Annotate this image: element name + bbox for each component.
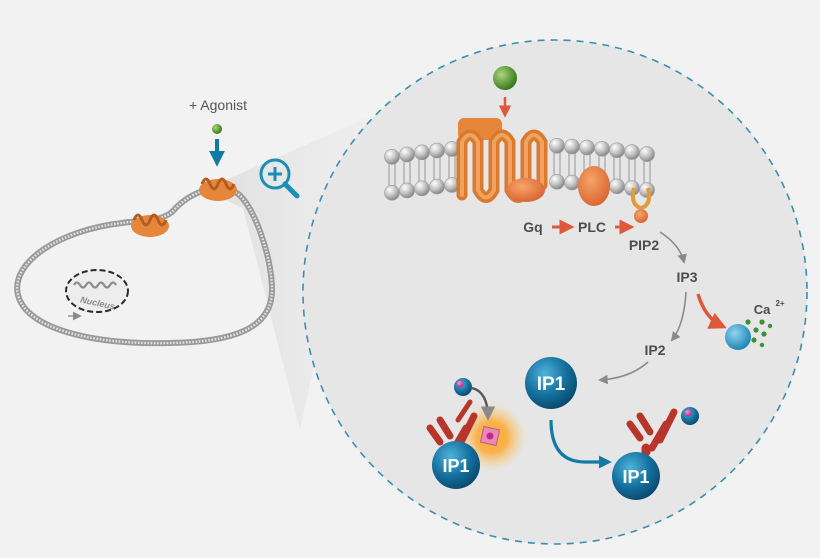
- ip1-free-label: IP1: [537, 374, 566, 395]
- ip3-label: IP3: [676, 269, 697, 285]
- ip1-bound-label: IP1: [442, 456, 469, 476]
- lipid-head: [579, 139, 595, 156]
- ip3-to-calcium-arrow: [696, 293, 727, 329]
- lipid-head: [399, 146, 415, 163]
- lipid-head: [414, 180, 430, 197]
- donor-fluorophore: [454, 378, 472, 396]
- ip1-free: IP1: [525, 357, 577, 409]
- plc-enzyme: [578, 166, 610, 206]
- lipid-tails: [448, 154, 456, 179]
- lipid-head: [639, 146, 655, 162]
- lipid-tails: [628, 158, 636, 183]
- ip1-result-label: IP1: [622, 467, 649, 487]
- assay-displaced-state: IP1: [612, 407, 699, 500]
- ip1-result: [612, 452, 660, 500]
- ip2-label: IP2: [644, 342, 665, 358]
- lipid-tails: [418, 158, 426, 183]
- agonist-molecule-zoom: [493, 66, 517, 90]
- assay-bound-state: IP1: [426, 378, 526, 489]
- lipid-tails: [643, 160, 651, 185]
- cell-membrane: [14, 185, 276, 347]
- agonist-label: + Agonist: [189, 97, 247, 113]
- lipid-tails: [403, 160, 411, 185]
- cell-overview: Nucleus + Agonist: [14, 97, 276, 347]
- lipid-head: [429, 142, 445, 159]
- lipid-head: [384, 184, 400, 201]
- agonist-molecule-icon: [212, 124, 222, 134]
- ip1-bound: [432, 441, 480, 489]
- plc-label: PLC: [578, 219, 606, 235]
- lipid-head: [549, 173, 565, 190]
- donor-fluorophore: [681, 407, 699, 425]
- calcium-charge: 2+: [775, 299, 784, 308]
- antibody-icon: [626, 408, 678, 457]
- lipid-head: [399, 182, 415, 199]
- lipid-tails: [553, 151, 561, 176]
- lipid-head: [564, 138, 580, 155]
- gq-label: Gq: [523, 219, 542, 235]
- pip2-to-ip3-arrow: [659, 231, 687, 264]
- gpcr-receptor-icon: [131, 177, 237, 237]
- competition-arrow: [549, 419, 612, 469]
- magnifier-plus-icon[interactable]: [259, 158, 300, 199]
- binding-arrow: [471, 386, 496, 421]
- calcium-store: [725, 319, 773, 350]
- lipid-tails: [388, 162, 396, 187]
- lipid-tails: [613, 156, 621, 181]
- ip2-to-ip1-arrow: [598, 361, 649, 385]
- lipid-tails: [568, 152, 576, 177]
- lipid-head: [429, 178, 445, 195]
- pip2-lipid: [630, 187, 652, 223]
- gpcr-receptor-zoom: [456, 118, 548, 203]
- lipid-head: [624, 144, 640, 160]
- zoom-circle: [302, 39, 808, 545]
- lipid-head: [594, 140, 610, 157]
- gq-protein: [507, 178, 545, 202]
- lipid-head: [384, 148, 400, 165]
- lipid-head: [414, 144, 430, 161]
- lipid-head: [549, 137, 565, 154]
- lipid-head: [609, 142, 625, 159]
- ip3-to-ip2-arrow: [670, 291, 687, 342]
- lipid-tails: [433, 156, 441, 181]
- lipid-head: [564, 174, 580, 191]
- lipid-head: [609, 178, 625, 195]
- pip2-label: PIP2: [629, 237, 660, 253]
- calcium-label: Ca: [754, 302, 771, 317]
- nucleus: Nucleus: [65, 269, 129, 321]
